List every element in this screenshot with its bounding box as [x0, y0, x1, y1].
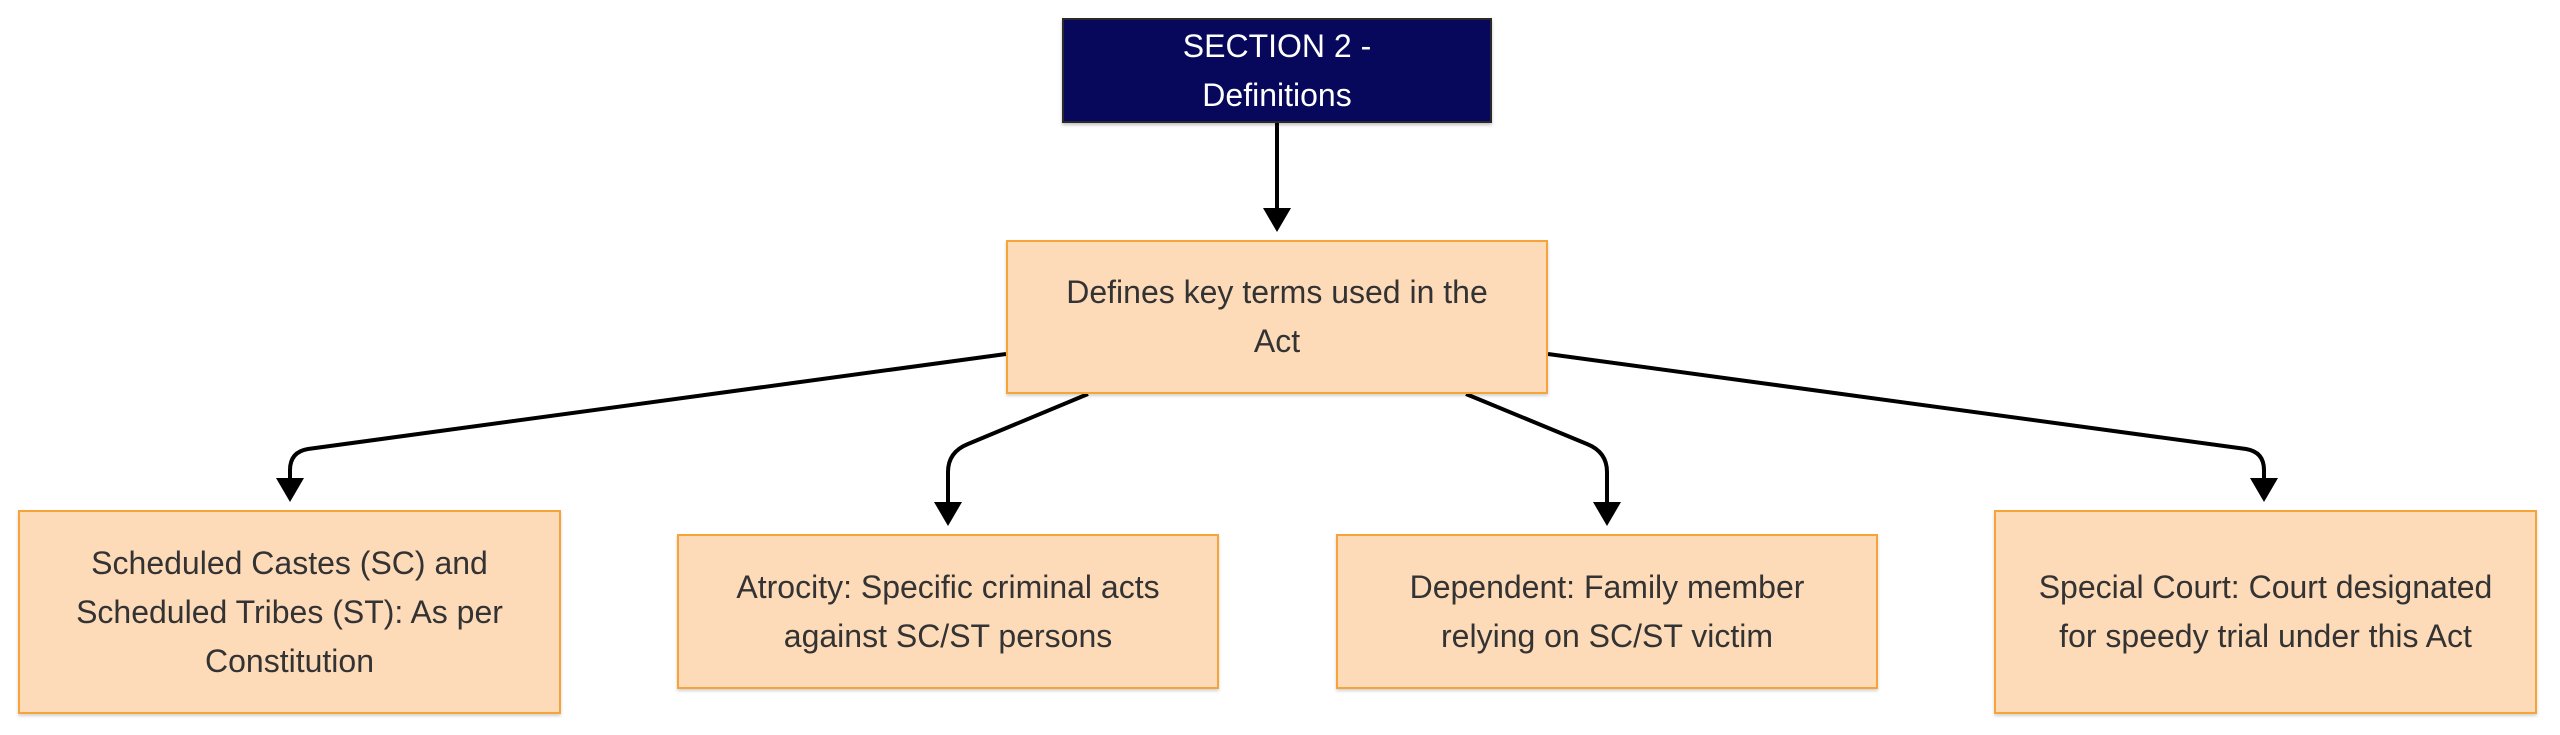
arrowhead-root-to-hub [1263, 208, 1291, 232]
term-node-special-court: Special Court: Court designated for spee… [1994, 510, 2537, 714]
arrow-hub-to-dependent [1465, 392, 1609, 505]
term-node-atrocity: Atrocity: Specific criminal acts against… [677, 534, 1219, 689]
arrow-hub-to-sc-st [288, 352, 1007, 480]
arrow-hub-to-special-court [1547, 352, 2266, 480]
definitions-summary-label: Defines key terms used in the Act [1066, 274, 1488, 359]
term-label-atrocity: Atrocity: Specific criminal acts against… [736, 568, 1160, 654]
term-node-dependent: Dependent: Family member relying on SC/S… [1336, 534, 1878, 689]
arrowhead-hub-to-dependent [1593, 502, 1621, 526]
arrowhead-hub-to-sc-st [276, 478, 304, 502]
arrowhead-hub-to-special-court [2250, 478, 2278, 502]
term-label-dependent: Dependent: Family member relying on SC/S… [1409, 568, 1805, 654]
section-title-label: SECTION 2 - Definitions [1182, 27, 1372, 113]
term-node-sc-st: Scheduled Castes (SC) and Scheduled Trib… [18, 510, 561, 714]
section-title-node: SECTION 2 - Definitions [1062, 18, 1492, 123]
term-label-special-court: Special Court: Court designated for spee… [2038, 569, 2493, 654]
arrow-hub-to-atrocity [946, 392, 1089, 505]
term-label-sc-st: Scheduled Castes (SC) and Scheduled Trib… [76, 544, 503, 679]
definitions-summary-node: Defines key terms used in the Act [1006, 240, 1548, 394]
arrowhead-hub-to-atrocity [934, 502, 962, 526]
